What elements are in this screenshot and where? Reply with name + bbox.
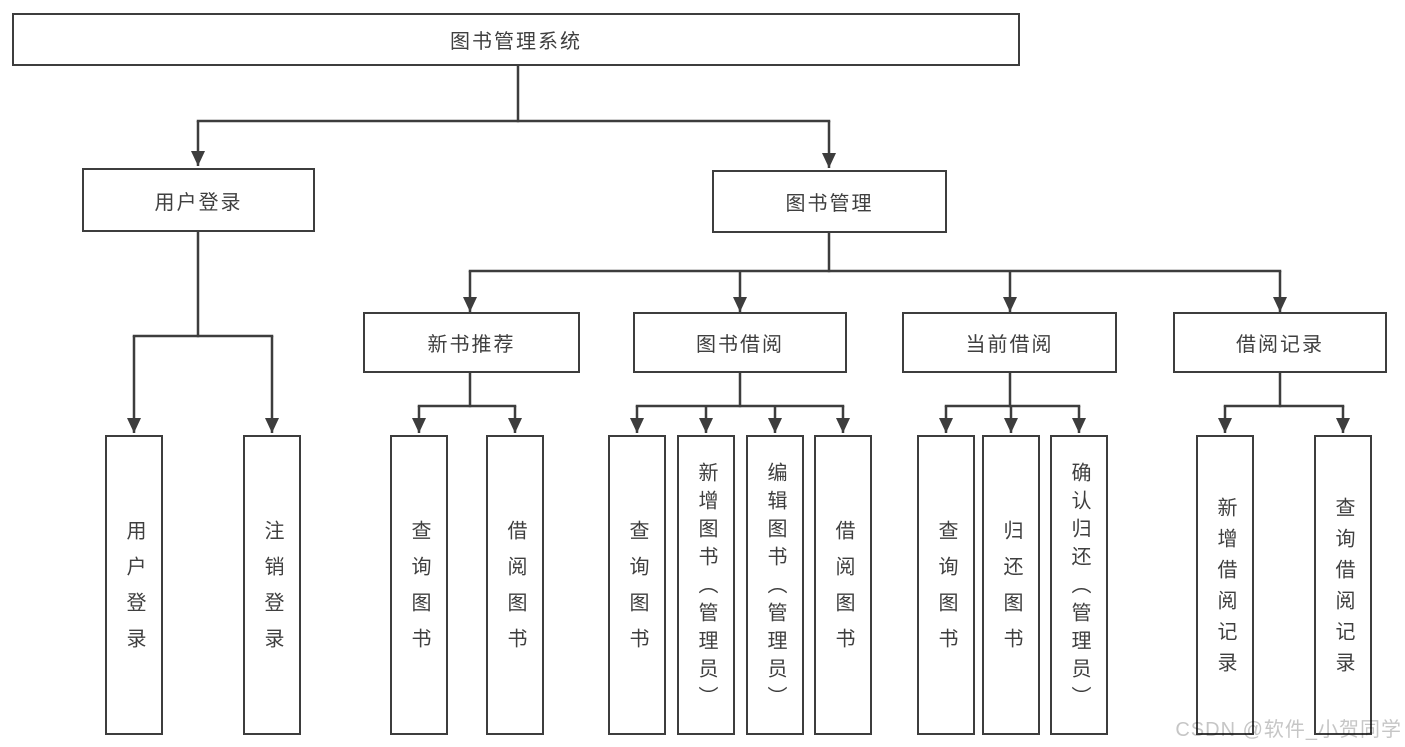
node-new-book-recommendation-label: 新书推荐 [427,334,516,356]
node-user-login-action: 用户登录 [105,435,163,735]
node-current-query-books-label: 查询图书 [935,520,957,664]
node-query-borrow-record: 查询借阅记录 [1314,435,1372,735]
node-current-query-books: 查询图书 [917,435,975,735]
node-book-management-label: 图书管理 [785,193,874,215]
node-user-login: 用户登录 [82,168,315,232]
node-book-management: 图书管理 [712,170,947,233]
node-recommend-borrow-books: 借阅图书 [486,435,544,735]
node-book-borrowing: 图书借阅 [633,312,847,373]
node-logout-action-label: 注销登录 [261,520,283,664]
node-add-borrow-record: 新增借阅记录 [1196,435,1254,735]
node-current-borrowing-label: 当前借阅 [965,334,1054,356]
node-add-borrow-record-label: 新增借阅记录 [1214,496,1236,683]
node-borrow-query-books: 查询图书 [608,435,666,735]
node-recommend-query-books-label: 查询图书 [408,520,430,664]
node-edit-books-admin: 编辑图书（管理员） [746,435,804,735]
node-query-borrow-record-label: 查询借阅记录 [1332,496,1354,683]
node-borrowing-records-label: 借阅记录 [1236,334,1324,356]
node-add-books-admin: 新增图书（管理员） [677,435,735,735]
node-confirm-return-admin: 确认归还（管理员） [1050,435,1108,735]
node-current-borrowing: 当前借阅 [902,312,1117,373]
node-user-login-label: 用户登录 [154,191,243,214]
node-return-books: 归还图书 [982,435,1040,735]
node-borrow-borrow-books-label: 借阅图书 [832,520,854,664]
node-return-books-label: 归还图书 [1000,520,1022,664]
node-borrowing-records: 借阅记录 [1173,312,1387,373]
node-book-borrowing-label: 图书借阅 [696,334,784,356]
node-borrow-query-books-label: 查询图书 [626,520,648,664]
node-confirm-return-admin-label: 确认归还（管理员） [1068,462,1090,714]
node-borrow-borrow-books: 借阅图书 [814,435,872,735]
node-recommend-query-books: 查询图书 [390,435,448,735]
node-root-label: 图书管理系统 [450,31,582,53]
node-edit-books-admin-label: 编辑图书（管理员） [764,462,786,714]
node-user-login-action-label: 用户登录 [123,520,145,664]
node-recommend-borrow-books-label: 借阅图书 [504,520,526,664]
node-logout-action: 注销登录 [243,435,301,735]
node-add-books-admin-label: 新增图书（管理员） [695,462,717,714]
watermark: CSDN @软件_小贺同学 [1175,719,1402,741]
node-root: 图书管理系统 [12,13,1020,66]
node-new-book-recommendation: 新书推荐 [363,312,580,373]
